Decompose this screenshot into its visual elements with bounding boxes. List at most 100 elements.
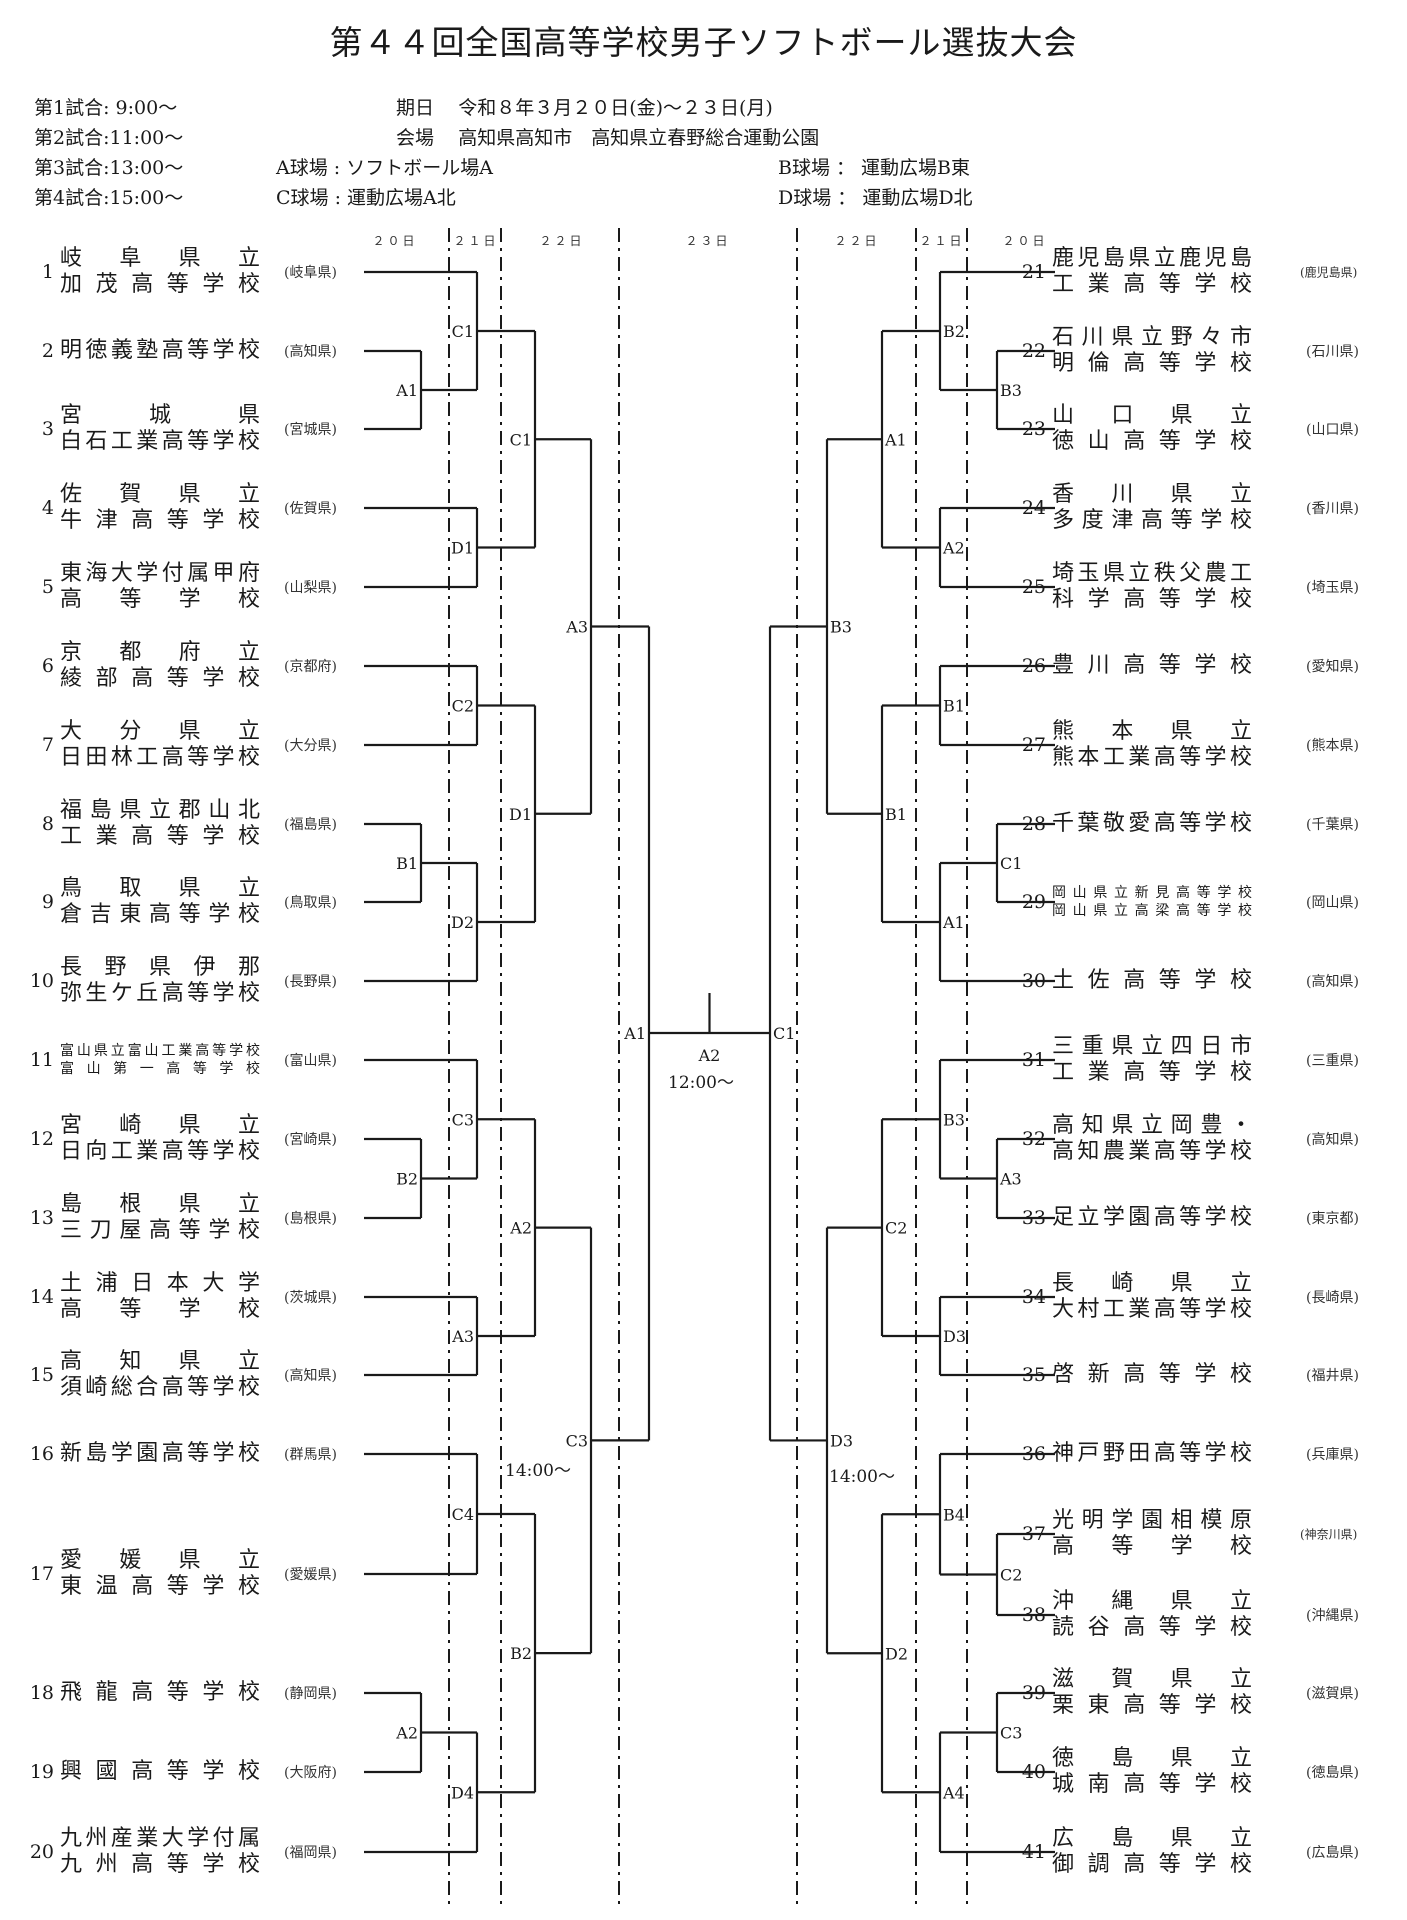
team-number: 7: [41, 734, 54, 756]
prefecture-label: (東京都): [1306, 1211, 1359, 1227]
team-number: 12: [29, 1128, 54, 1150]
school-name: 東海大学付属甲府高等学校: [60, 561, 260, 613]
match-label: A2: [509, 1219, 532, 1238]
school-name: 香川県立多度津高等学校: [1052, 482, 1252, 534]
match-label: C2: [452, 697, 474, 716]
school-name-line: 高等学校: [60, 1297, 260, 1322]
match-label: C3: [566, 1431, 588, 1450]
match-label: B2: [943, 322, 965, 341]
prefecture-label: (高知県): [284, 344, 337, 360]
match-label: A2: [942, 539, 965, 558]
school-name-line: 読谷高等学校: [1052, 1615, 1252, 1640]
prefecture-label: (京都府): [284, 659, 337, 675]
prefecture-label: (千葉県): [1306, 817, 1359, 833]
team-number: 6: [41, 655, 54, 677]
school-name: 福島県立郡山北工業高等学校: [60, 798, 260, 850]
school-name-line: 綾部高等学校: [60, 666, 260, 691]
school-name-line: 大分県立: [60, 719, 260, 744]
match-label: D1: [451, 539, 474, 558]
school-name: 高知県立須崎総合高等学校: [60, 1349, 260, 1401]
prefecture-label: (高知県): [284, 1368, 337, 1384]
prefecture-label: (三重県): [1306, 1053, 1359, 1069]
school-name: 山口県立徳山高等学校: [1052, 403, 1252, 455]
prefecture-label: (山梨県): [284, 580, 337, 596]
field-b: B球場 ： 運動広場B東: [778, 157, 971, 179]
school-name: 鹿児島県立鹿児島工業高等学校: [1052, 246, 1252, 298]
school-name-line: 足立学園高等学校: [1052, 1205, 1252, 1230]
school-name: 宮城県白石工業高等学校: [60, 403, 260, 455]
school-name-line: 長崎県立: [1052, 1271, 1252, 1296]
prefecture-label: (石川県): [1306, 344, 1359, 360]
school-name: 鳥取県立倉吉東高等学校: [60, 876, 260, 928]
school-name-line: 沖縄県立: [1052, 1589, 1252, 1614]
team-number: 5: [41, 576, 54, 598]
match-label: C1: [510, 430, 532, 449]
school-name: 光明学園相模原高等学校: [1052, 1508, 1252, 1560]
school-name-line: 佐賀県立: [60, 482, 260, 507]
school-name: 広島県立御調高等学校: [1052, 1826, 1252, 1878]
school-name: 啓新高等学校: [1052, 1362, 1252, 1388]
school-name-line: 香川県立: [1052, 482, 1252, 507]
school-name-line: 九州高等学校: [60, 1852, 260, 1877]
prefecture-label: (福井県): [1306, 1368, 1359, 1384]
date-left-20: ２０日: [372, 234, 418, 248]
school-name: 熊本県立熊本工業高等学校: [1052, 719, 1252, 771]
school-name-line: 御調高等学校: [1052, 1852, 1252, 1877]
prefecture-label: (大阪府): [284, 1765, 337, 1781]
school-name-line: 熊本県立: [1052, 719, 1252, 744]
school-name: 岐阜県立加茂高等学校: [60, 246, 260, 298]
match-label: D3: [943, 1327, 966, 1346]
school-name-line: 光明学園相模原: [1052, 1508, 1252, 1533]
school-name: 足立学園高等学校: [1052, 1205, 1252, 1231]
prefecture-label: (群馬県): [284, 1447, 337, 1463]
match-label: B2: [510, 1644, 532, 1663]
event-venue: 会場 高知県高知市 高知県立春野総合運動公園: [396, 127, 820, 149]
school-name-line: 豊川高等学校: [1052, 653, 1252, 678]
team-number: 10: [29, 970, 54, 992]
school-name-line: 広島県立: [1052, 1826, 1252, 1851]
school-name-line: 日田林工高等学校: [60, 745, 260, 770]
prefecture-label: (佐賀県): [284, 501, 337, 517]
match-label: D3: [830, 1431, 853, 1450]
school-name: 埼玉県立秩父農工科学高等学校: [1052, 561, 1252, 613]
school-name: 豊川高等学校: [1052, 653, 1252, 679]
school-name-line: 愛媛県立: [60, 1548, 260, 1573]
final-match-label: A2: [698, 1046, 721, 1065]
match-label: A3: [451, 1327, 474, 1346]
prefecture-label: (高知県): [1306, 974, 1359, 990]
prefecture-label: (宮城県): [284, 422, 337, 438]
date-right-22: ２２日: [834, 234, 880, 248]
school-name: 千葉敬愛高等学校: [1052, 811, 1252, 837]
school-name-line: 城南高等学校: [1052, 1772, 1252, 1797]
prefecture-label: (大分県): [284, 738, 337, 754]
team-entry: 15 高知県立須崎総合高等学校: [28, 1349, 260, 1401]
school-name: 佐賀県立牛津高等学校: [60, 482, 260, 534]
school-name-line: 栗東高等学校: [1052, 1693, 1252, 1718]
school-name-line: 京都府立: [60, 640, 260, 665]
team-number: 15: [29, 1364, 54, 1386]
school-name-line: 多度津高等学校: [1052, 508, 1252, 533]
school-name: 富山県立富山工業高等学校富山第一高等学校: [60, 1042, 260, 1078]
school-name-line: 宮崎県立: [60, 1113, 260, 1138]
team-number: 20: [29, 1841, 54, 1863]
prefecture-label: (福岡県): [284, 1845, 337, 1861]
school-name-line: 高等学校: [60, 587, 260, 612]
match-label: C1: [1000, 854, 1022, 873]
school-name-line: 高知農業高等学校: [1052, 1139, 1252, 1164]
school-name: 京都府立綾部高等学校: [60, 640, 260, 692]
prefecture-label: (静岡県): [284, 1686, 337, 1702]
match-label: A1: [942, 913, 965, 932]
match-label: B2: [396, 1170, 418, 1189]
school-name-line: 山口県立: [1052, 403, 1252, 428]
